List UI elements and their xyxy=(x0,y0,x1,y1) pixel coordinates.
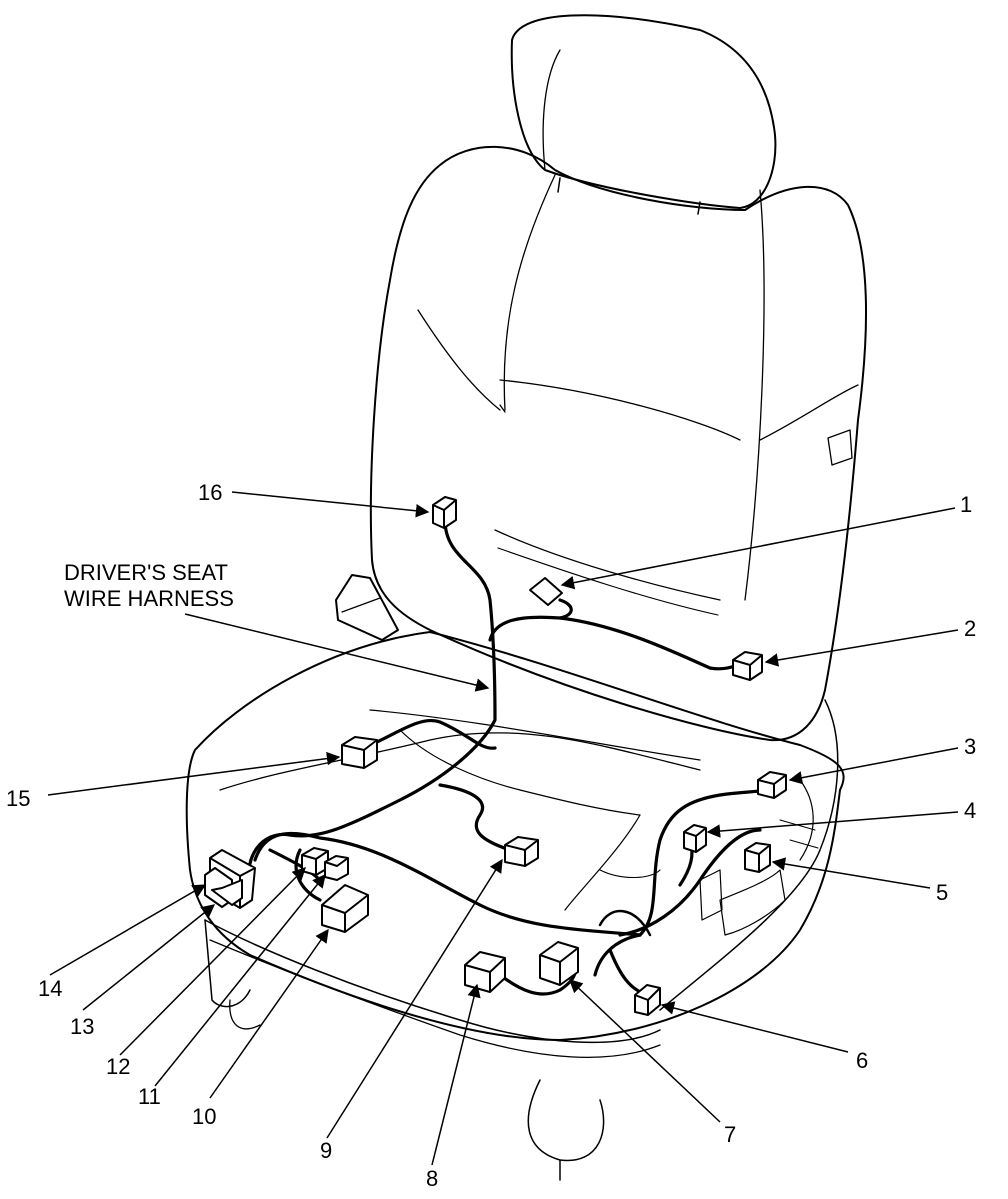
connector-9 xyxy=(504,836,539,867)
wire-harness xyxy=(247,518,772,997)
headrest xyxy=(510,14,777,209)
seatback xyxy=(369,145,867,742)
connector-11 xyxy=(324,855,349,881)
callout-15: 15 xyxy=(6,786,30,811)
callout-11: 11 xyxy=(138,1084,161,1109)
harness-label-line1: DRIVER'S SEAT xyxy=(64,560,228,585)
callout-6: 6 xyxy=(856,1048,868,1073)
connector-7 xyxy=(539,941,579,986)
callout-8: 8 xyxy=(426,1166,438,1191)
connector-1 xyxy=(529,577,563,606)
connector-16 xyxy=(432,496,457,529)
labels: DRIVER'S SEAT WIRE HARNESS 16 1 2 3 4 5 … xyxy=(6,480,976,1191)
callout-13: 13 xyxy=(70,1014,94,1039)
connectors xyxy=(204,496,787,1016)
callout-12: 12 xyxy=(106,1054,130,1079)
connector-5 xyxy=(744,842,771,873)
connector-3 xyxy=(757,771,787,799)
callout-16: 16 xyxy=(198,480,222,505)
callout-10: 10 xyxy=(192,1104,216,1129)
callout-14: 14 xyxy=(38,976,62,1001)
connector-6 xyxy=(634,984,661,1016)
connector-10 xyxy=(321,884,369,933)
callout-3: 3 xyxy=(964,734,976,759)
recline-lever xyxy=(335,574,399,641)
seat-cushion xyxy=(185,631,845,1041)
connector-15 xyxy=(341,736,378,769)
callout-2: 2 xyxy=(964,616,976,641)
callout-9: 9 xyxy=(320,1138,332,1163)
connector-13 xyxy=(204,867,243,908)
leader-lines xyxy=(47,491,959,1166)
callout-1: 1 xyxy=(960,492,972,517)
harness-label-line2: WIRE HARNESS xyxy=(64,586,234,611)
callout-5: 5 xyxy=(936,880,948,905)
seat-outline xyxy=(185,14,867,1181)
callout-4: 4 xyxy=(964,798,976,823)
connector-4 xyxy=(683,824,707,853)
connector-2 xyxy=(732,651,763,681)
callout-7: 7 xyxy=(724,1122,736,1147)
connector-8 xyxy=(464,951,506,993)
